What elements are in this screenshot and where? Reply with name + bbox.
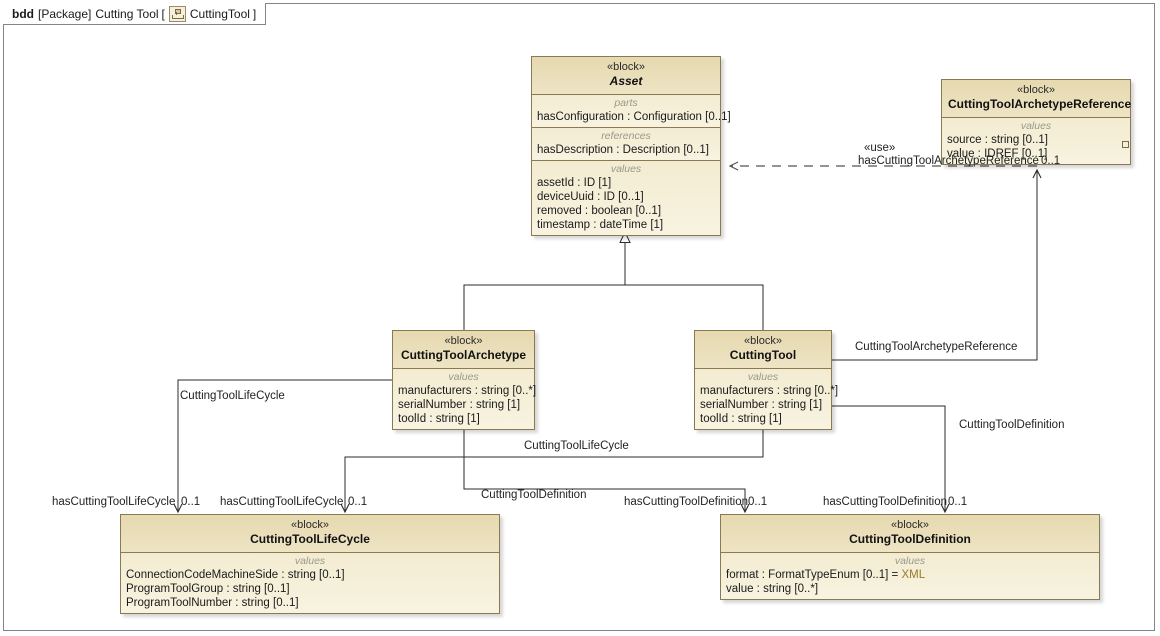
block-cuttingtoollifecycle-name: CuttingToolLifeCycle <box>250 532 370 546</box>
block-cuttingtoolarchetype[interactable]: «block» CuttingToolArchetype values manu… <box>392 330 537 430</box>
feature-connectioncodemachineside: ConnectionCodeMachineSide : string [0..1… <box>126 569 345 581</box>
block-cuttingtoolarchetypereference-header: «block» CuttingToolArchetypeReference <box>942 80 1132 118</box>
feature-removed: removed : boolean [0..1] <box>537 205 662 217</box>
block-cuttingtool[interactable]: «block» CuttingTool values manufacturers… <box>694 330 839 430</box>
block-stereotype: «block» <box>444 335 483 347</box>
edge-label-hasdefinition-1-multiplicity: 0..1 <box>748 496 768 508</box>
edge-label-haslifecycle-2-multiplicity: 0..1 <box>348 496 368 508</box>
block-cuttingtooldefinition-name: CuttingToolDefinition <box>849 532 971 546</box>
feature-serialnumber: serialNumber : string [1] <box>398 399 521 411</box>
edge-label-definition-right: CuttingToolDefinition <box>959 419 1065 431</box>
diagram-package-name: Cutting Tool <box>95 6 159 21</box>
compartment-title: values <box>894 555 926 567</box>
block-asset-header: «block» Asset <box>532 57 720 95</box>
compartment-title: values <box>747 371 779 383</box>
edge-label-use-stereotype: «use» <box>864 142 896 154</box>
edge-label-lifecycle-from-cuttingtool: CuttingToolLifeCycle <box>524 440 629 452</box>
diagram-kind-label: bdd <box>12 6 34 21</box>
feature-hasdescription: hasDescription : Description [0..1] <box>537 144 709 156</box>
edge-label-haslifecycle-1-multiplicity: 0..1 <box>181 496 201 508</box>
feature-source: source : string [0..1] <box>947 134 1048 146</box>
edge-label-archetypereference: CuttingToolArchetypeReference <box>855 341 1018 353</box>
edge-label-hasdefinition-2: hasCuttingToolDefinition <box>823 496 948 508</box>
feature-value: value : string [0..*] <box>726 583 819 595</box>
feature-toolid: toolId : string [1] <box>700 413 782 425</box>
block-cuttingtoolarchetypereference-name: CuttingToolArchetypeReference <box>948 97 1132 111</box>
feature-format: format : FormatTypeEnum [0..1] = XML <box>726 569 926 581</box>
feature-programtoolgroup: ProgramToolGroup : string [0..1] <box>126 583 290 595</box>
feature-manufacturers: manufacturers : string [0..*] <box>398 385 537 397</box>
block-cuttingtoollifecycle[interactable]: «block» CuttingToolLifeCycle values Conn… <box>120 514 500 614</box>
feature-manufacturers: manufacturers : string [0..*] <box>700 385 839 397</box>
edge-label-hasdefinition-1: hasCuttingToolDefinition <box>624 496 749 508</box>
edge-label-hasdefinition-2-multiplicity: 0..1 <box>948 496 968 508</box>
block-cuttingtool-compartment-values: values manufacturers : string [0..*] ser… <box>695 369 839 429</box>
block-asset-compartment-references: references hasDescription : Description … <box>532 128 720 161</box>
feature-timestamp: timestamp : dateTime [1] <box>537 219 664 231</box>
feature-default-value: XML <box>901 569 926 581</box>
feature-hasconfiguration: hasConfiguration : Configuration [0..1] <box>537 111 731 123</box>
archetypereference-anchor <box>1122 141 1129 148</box>
feature-value: value : IDREF [0..1] <box>947 148 1048 160</box>
block-cuttingtoolarchetype-name: CuttingToolArchetype <box>400 348 527 362</box>
edge-label-definition-left: CuttingToolDefinition <box>481 489 587 501</box>
edge-label-haslifecycle-1: hasCuttingToolLifeCycle <box>52 496 176 508</box>
block-cuttingtoollifecycle-header: «block» CuttingToolLifeCycle <box>121 515 499 553</box>
bracket-close: ] <box>252 6 257 21</box>
block-cuttingtooldefinition-header: «block» CuttingToolDefinition <box>721 515 1099 553</box>
compartment-title: values <box>448 371 479 383</box>
block-cuttingtool-name: CuttingTool <box>729 348 797 362</box>
block-cuttingtool-header: «block» CuttingTool <box>695 331 831 369</box>
diagram-name: CuttingTool <box>189 6 250 21</box>
bracket-open: [ <box>161 6 165 21</box>
compartment-title: values <box>610 163 642 175</box>
compartment-title: parts <box>614 97 638 109</box>
edge-label-use-multiplicity: 0..1 <box>1041 155 1061 167</box>
block-cuttingtooldefinition[interactable]: «block» CuttingToolDefinition values for… <box>720 514 1100 600</box>
bdd-diagram-icon <box>168 5 186 22</box>
block-asset-name: Asset <box>609 74 643 88</box>
block-stereotype: «block» <box>891 519 929 531</box>
block-asset[interactable]: «block» Asset parts hasConfiguration : C… <box>531 56 731 236</box>
block-asset-compartment-values: values assetId : ID [1] deviceUuid : ID … <box>532 161 720 235</box>
block-stereotype: «block» <box>291 519 329 531</box>
asset-use-anchor <box>718 164 723 169</box>
feature-toolid: toolId : string [1] <box>398 413 480 425</box>
block-cuttingtoolarchetype-header: «block» CuttingToolArchetype <box>393 331 534 369</box>
block-stereotype: «block» <box>1017 84 1055 96</box>
edge-label-use-role: hasCuttingToolArchetypeReference <box>858 155 1039 167</box>
block-cuttingtooldefinition-compartment-values: values format : FormatTypeEnum [0..1] = … <box>721 553 1099 599</box>
block-stereotype: «block» <box>744 335 782 347</box>
edge-label-haslifecycle-2: hasCuttingToolLifeCycle <box>220 496 344 508</box>
feature-deviceuuid: deviceUuid : ID [0..1] <box>537 191 644 203</box>
edge-label-lifecycle-from-archetype: CuttingToolLifeCycle <box>180 390 285 402</box>
feature-serialnumber: serialNumber : string [1] <box>700 399 823 411</box>
block-asset-compartment-parts: parts hasConfiguration : Configuration [… <box>532 95 731 128</box>
feature-assetid: assetId : ID [1] <box>537 177 612 189</box>
compartment-title: references <box>601 130 651 142</box>
block-cuttingtoolarchetype-compartment-values: values manufacturers : string [0..*] ser… <box>393 369 537 429</box>
compartment-title: values <box>294 555 326 567</box>
block-cuttingtoolarchetypereference[interactable]: «block» CuttingToolArchetypeReference va… <box>941 79 1131 165</box>
feature-programtoolnumber: ProgramToolNumber : string [0..1] <box>126 597 299 609</box>
block-cuttingtoolarchetypereference-compartment-values: values source : string [0..1] value : ID… <box>942 118 1130 164</box>
diagram-frame-header: bdd [Package] Cutting Tool [ CuttingTool… <box>3 3 267 25</box>
block-asset-stereotype: «block» <box>607 61 645 73</box>
block-cuttingtoollifecycle-compartment-values: values ConnectionCodeMachineSide : strin… <box>121 553 499 613</box>
diagram-package-label: [Package] <box>38 6 92 21</box>
compartment-title: values <box>1020 120 1052 132</box>
